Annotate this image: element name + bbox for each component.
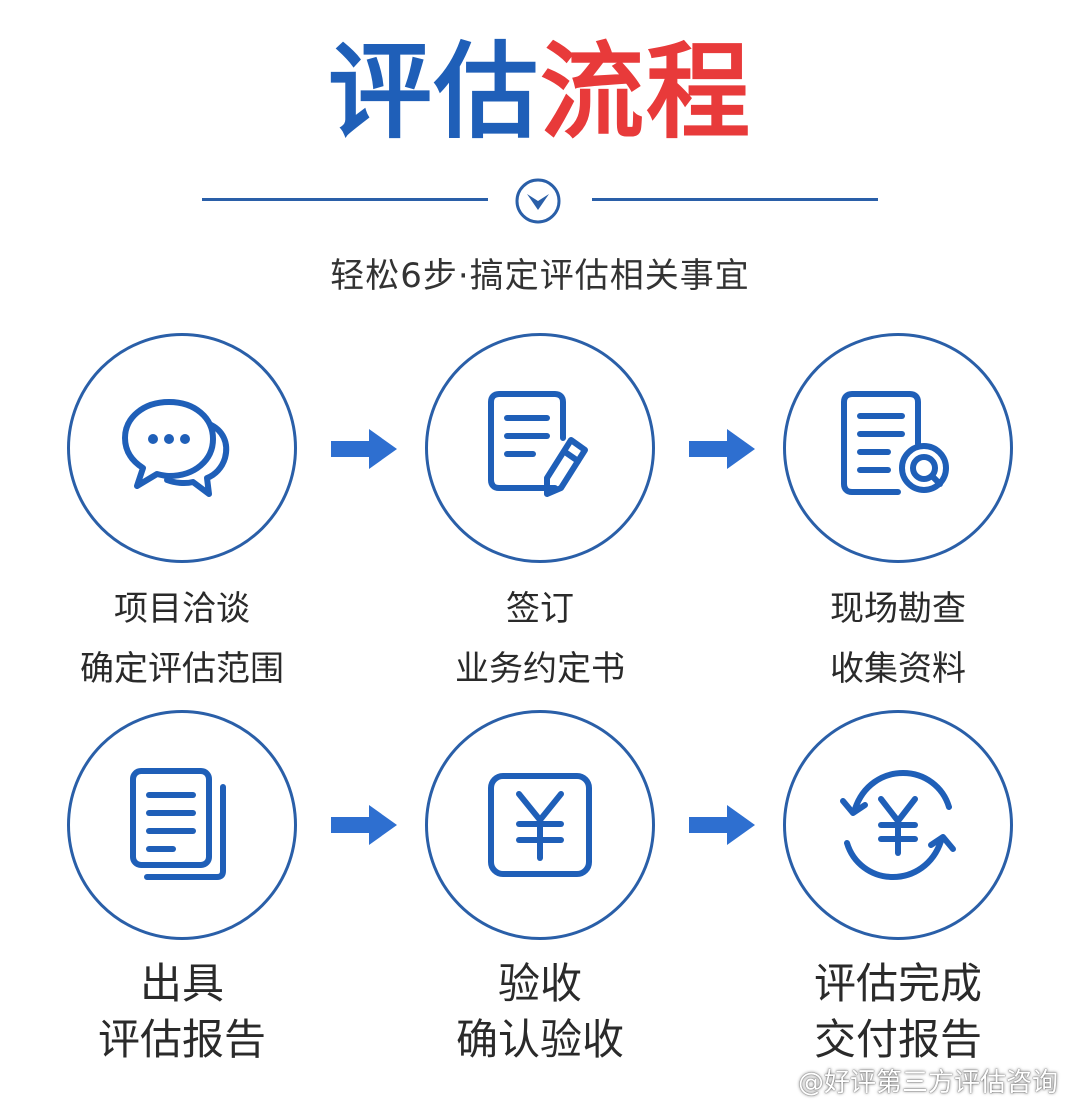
step-5-circle xyxy=(425,710,655,940)
step-5-desc: 确认验收 xyxy=(455,1015,624,1064)
yuan-cycle-icon xyxy=(840,770,956,880)
stacked-documents-icon xyxy=(130,768,226,880)
step-3-desc: 收集资料 xyxy=(830,649,966,689)
step-3-title: 现场勘查 xyxy=(830,589,966,629)
step-4-title: 出具 xyxy=(139,959,224,1008)
title-part-red: 流程 xyxy=(540,31,753,153)
divider-right xyxy=(592,198,878,201)
step-4-circle xyxy=(67,710,297,940)
arrow-right-icon xyxy=(689,805,755,845)
step-6-desc: 交付报告 xyxy=(813,1015,982,1064)
page-title: 评估流程 xyxy=(0,40,1080,144)
step-1-circle xyxy=(67,333,297,563)
arrow-right-icon xyxy=(331,805,397,845)
step-5-title: 验收 xyxy=(497,959,582,1008)
step-2-desc: 业务约定书 xyxy=(455,649,625,689)
step-3-circle xyxy=(783,333,1013,563)
chevron-down-icon xyxy=(515,178,561,224)
arrow-right-icon xyxy=(331,429,397,469)
step-4-desc: 评估报告 xyxy=(97,1015,266,1064)
step-1-title: 项目洽谈 xyxy=(114,589,250,629)
step-6-title: 评估完成 xyxy=(813,959,982,1008)
divider-left xyxy=(202,198,488,201)
step-2-circle xyxy=(425,333,655,563)
title-part-blue: 评估 xyxy=(327,31,540,153)
chat-bubbles-icon xyxy=(122,399,230,497)
yuan-box-icon xyxy=(488,773,592,877)
step-1-desc: 确定评估范围 xyxy=(80,649,284,689)
step-2-title: 签订 xyxy=(506,589,574,629)
watermark: @好评第三方评估咨询 xyxy=(797,1068,1058,1098)
document-pen-icon xyxy=(488,391,588,497)
subtitle: 轻松6步·搞定评估相关事宜 xyxy=(330,256,750,296)
arrow-right-icon xyxy=(689,429,755,469)
step-6-circle xyxy=(783,710,1013,940)
document-search-icon xyxy=(841,391,949,495)
